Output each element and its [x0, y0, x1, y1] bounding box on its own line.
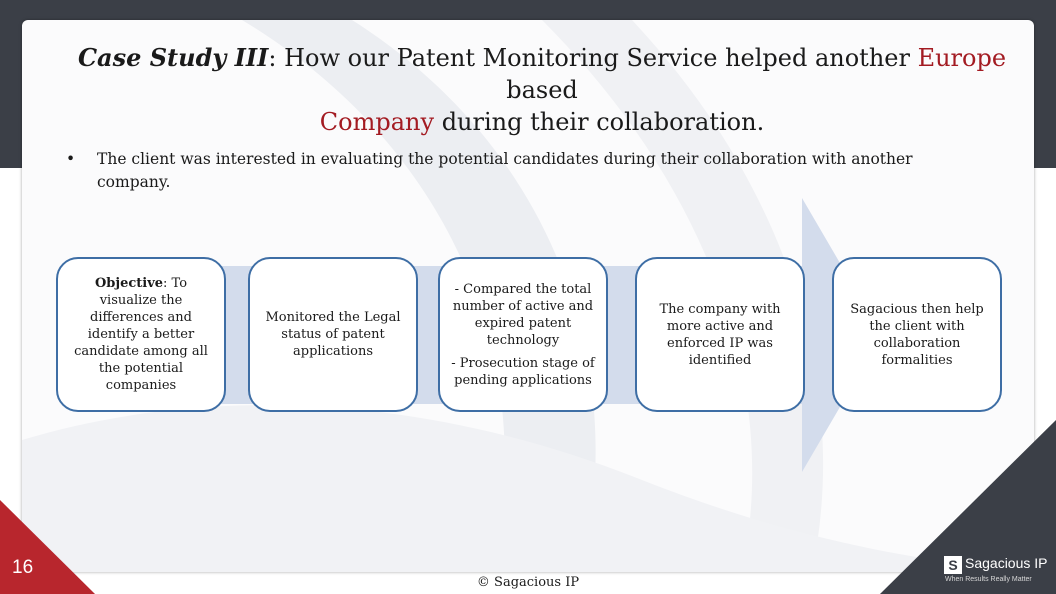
step-identified-text: The company with more active and enforce…	[659, 301, 781, 368]
copyright-footer: © Sagacious IP	[476, 575, 580, 590]
step-monitoring: Monitored the Legal status of patent app…	[248, 257, 418, 412]
step-identified: The company with more active and enforce…	[635, 257, 805, 412]
step-comparison-line-2: - Prosecution stage of pending applicati…	[451, 355, 595, 388]
step-comparison-line-1: - Compared the total number of active an…	[452, 281, 594, 348]
objective-label: Objective	[94, 276, 164, 291]
page-number: 16	[12, 557, 34, 578]
slide-title: Case Study III: How our Patent Monitorin…	[72, 42, 1012, 138]
logo-tagline: When Results Really Matter	[945, 576, 1032, 583]
step-comparison: - Compared the total number of active an…	[438, 257, 608, 412]
sagacious-logo: S Sagacious IP When Results Really Matte…	[944, 555, 1056, 590]
step-monitoring-text: Monitored the Legal status of patent app…	[265, 310, 401, 359]
bullet-marker: •	[66, 150, 76, 168]
step-objective: Objective: To visualize the differences …	[56, 257, 226, 412]
slide-card: Case Study III: How our Patent Monitorin…	[22, 20, 1034, 572]
title-europe: Europe	[917, 44, 1007, 72]
bullet-text: The client was interested in evaluating …	[97, 150, 913, 191]
title-text-3: during their collaboration.	[434, 108, 765, 136]
title-company: Company	[319, 108, 435, 136]
step-formalities: Sagacious then help the client with coll…	[832, 257, 1002, 412]
background-swoosh	[22, 20, 1034, 572]
logo-mark-icon: S	[944, 556, 962, 574]
step-objective-text: : To visualize the differences and ident…	[74, 276, 208, 393]
title-text-1: : How our Patent Monitoring Service help…	[268, 44, 918, 72]
title-case-study: Case Study III	[77, 43, 269, 72]
title-text-2: based	[506, 76, 578, 104]
step-formalities-text: Sagacious then help the client with coll…	[850, 301, 984, 368]
logo-name: Sagacious IP	[965, 555, 1048, 571]
